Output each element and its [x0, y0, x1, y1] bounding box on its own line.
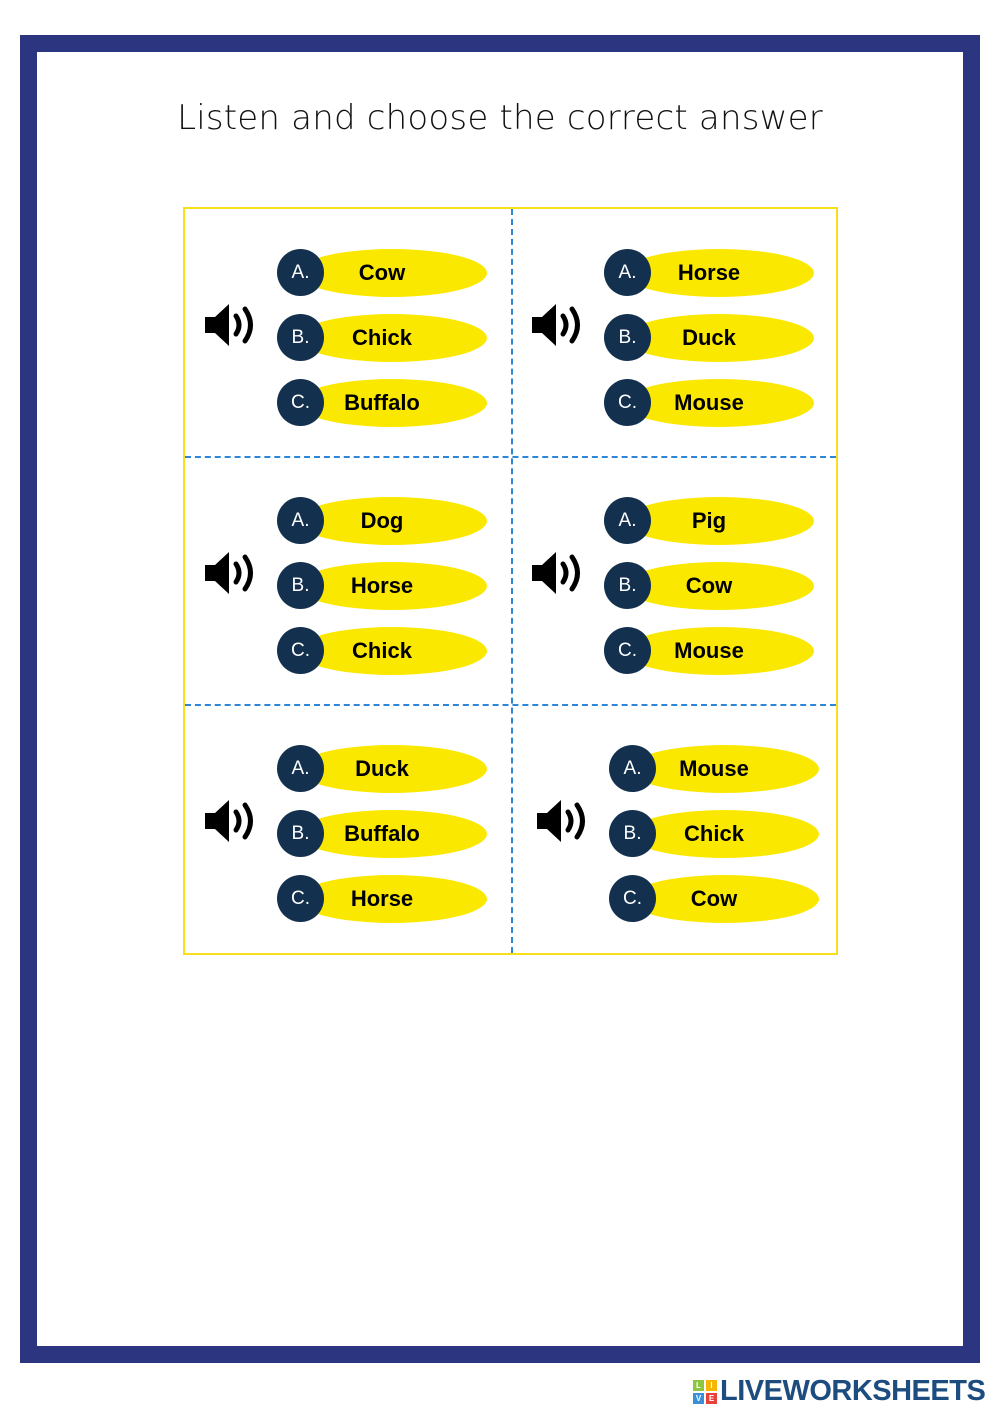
- option-pill: [624, 627, 814, 675]
- logo-block: I: [706, 1379, 717, 1391]
- option-c[interactable]: C. Chick: [277, 627, 489, 675]
- option-pill: [629, 875, 819, 923]
- option-a[interactable]: A. Dog: [277, 497, 489, 545]
- option-pill: [297, 314, 487, 362]
- option-pill: [624, 314, 814, 362]
- option-word: Cow: [358, 260, 406, 285]
- option-word: Dog: [360, 508, 404, 533]
- option-word: Chick: [684, 821, 744, 846]
- option-letter: C.: [609, 875, 656, 922]
- option-letter: C.: [277, 379, 324, 426]
- option-letter: C.: [277, 627, 324, 674]
- vertical-divider: [511, 209, 513, 953]
- option-pill: [297, 249, 487, 297]
- option-a[interactable]: A. Horse: [604, 249, 816, 297]
- option-letter: A.: [277, 745, 324, 792]
- option-c[interactable]: C. Buffalo: [277, 379, 489, 427]
- horizontal-divider: [185, 704, 836, 706]
- option-word: Buffalo: [344, 390, 420, 415]
- speaker-icon[interactable]: [530, 301, 586, 349]
- option-letter: C.: [604, 379, 651, 426]
- option-letter: C.: [604, 627, 651, 674]
- option-word: Duck: [682, 325, 736, 350]
- logo-text: LIVEWORKSHEETS: [720, 1375, 986, 1407]
- horizontal-divider: [185, 456, 836, 458]
- option-a[interactable]: A. Pig: [604, 497, 816, 545]
- speaker-icon[interactable]: [535, 797, 591, 845]
- option-word: Cow: [685, 573, 733, 598]
- option-word: Horse: [350, 573, 414, 598]
- option-b[interactable]: B. Cow: [604, 562, 816, 610]
- logo-block: L: [693, 1379, 704, 1391]
- logo-block: E: [706, 1392, 717, 1404]
- option-word: Cow: [690, 886, 738, 911]
- option-pill: [629, 745, 819, 793]
- option-letter: B.: [609, 810, 656, 857]
- option-pill: [624, 379, 814, 427]
- option-word: Mouse: [674, 390, 744, 415]
- option-letter: A.: [604, 497, 651, 544]
- option-b[interactable]: B. Chick: [609, 810, 821, 858]
- speaker-icon[interactable]: [203, 549, 259, 597]
- option-c[interactable]: C. Mouse: [604, 627, 816, 675]
- option-pill: [297, 497, 487, 545]
- option-letter: A.: [604, 249, 651, 296]
- option-pill: [297, 562, 487, 610]
- option-word: Mouse: [679, 756, 749, 781]
- option-b[interactable]: B. Duck: [604, 314, 816, 362]
- logo-block: V: [693, 1392, 704, 1404]
- option-letter: A.: [277, 249, 324, 296]
- option-word: Chick: [352, 638, 412, 663]
- option-pill: [297, 875, 487, 923]
- option-c[interactable]: C. Horse: [277, 875, 489, 923]
- option-word: Mouse: [674, 638, 744, 663]
- option-pill: [297, 627, 487, 675]
- option-b[interactable]: B. Horse: [277, 562, 489, 610]
- option-pill: [297, 379, 487, 427]
- option-word: Horse: [350, 886, 414, 911]
- option-c[interactable]: C. Cow: [609, 875, 821, 923]
- option-word: Buffalo: [344, 821, 420, 846]
- option-pill: [629, 810, 819, 858]
- liveworksheets-logo: L I V E LIVEWORKSHEETS: [693, 1375, 986, 1408]
- logo-blocks: L I V E: [693, 1379, 717, 1404]
- option-letter: B.: [604, 314, 651, 361]
- option-pill: [624, 249, 814, 297]
- option-pill: [624, 497, 814, 545]
- option-b[interactable]: B. Chick: [277, 314, 489, 362]
- option-b[interactable]: B. Buffalo: [277, 810, 489, 858]
- option-pill: [297, 745, 487, 793]
- page-title: Listen and choose the correct answer: [177, 98, 823, 138]
- option-letter: B.: [277, 562, 324, 609]
- option-a[interactable]: A. Cow: [277, 249, 489, 297]
- option-word: Duck: [355, 756, 409, 781]
- option-word: Horse: [677, 260, 741, 285]
- option-letter: B.: [277, 810, 324, 857]
- speaker-icon[interactable]: [203, 301, 259, 349]
- option-letter: B.: [277, 314, 324, 361]
- option-letter: C.: [277, 875, 324, 922]
- option-word: Chick: [352, 325, 412, 350]
- option-word: Pig: [691, 508, 727, 533]
- option-c[interactable]: C. Mouse: [604, 379, 816, 427]
- page-frame: [20, 35, 980, 1363]
- option-letter: A.: [609, 745, 656, 792]
- option-a[interactable]: A. Mouse: [609, 745, 821, 793]
- speaker-icon[interactable]: [203, 797, 259, 845]
- option-letter: B.: [604, 562, 651, 609]
- option-letter: A.: [277, 497, 324, 544]
- option-pill: [624, 562, 814, 610]
- option-a[interactable]: A. Duck: [277, 745, 489, 793]
- option-pill: [297, 810, 487, 858]
- speaker-icon[interactable]: [530, 549, 586, 597]
